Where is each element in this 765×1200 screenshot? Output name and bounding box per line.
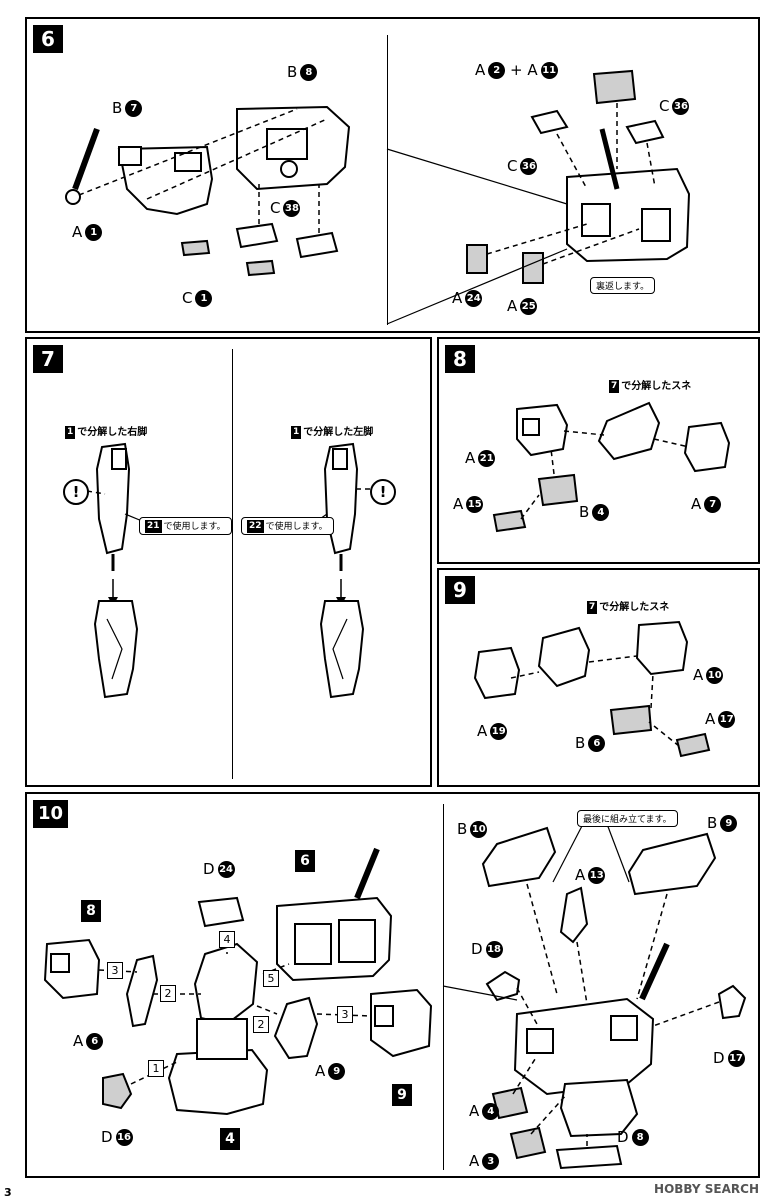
step-number: 6 — [33, 25, 63, 53]
order-tag-3: 3 — [337, 1006, 353, 1023]
step-8-illustration — [492, 401, 731, 533]
step-number: 10 — [33, 800, 69, 828]
order-tag-2: 2 — [160, 985, 176, 1002]
step-9-illustration — [473, 620, 711, 758]
step-6-illustration — [65, 69, 691, 325]
watermark: HOBBY SEARCH — [654, 1182, 759, 1196]
step-7-illustration — [86, 442, 379, 699]
order-tag-5: 5 — [263, 970, 279, 987]
step-ref-8: 8 — [81, 900, 101, 922]
step-ref-4: 4 — [220, 1128, 240, 1150]
caution-icon: ! — [370, 479, 396, 505]
step-number: 9 — [445, 576, 475, 604]
order-tag-2: 2 — [253, 1016, 269, 1033]
order-tag-3: 3 — [107, 962, 123, 979]
caution-icon: ! — [63, 479, 89, 505]
order-tag-4: 4 — [219, 931, 235, 948]
order-tag-1: 1 — [148, 1060, 164, 1077]
step-6-panel: 6 — [25, 17, 760, 333]
step-10-panel: 10 — [25, 792, 760, 1178]
step-number: 8 — [445, 345, 475, 373]
panel-divider — [387, 35, 388, 325]
step-10-illustration — [43, 823, 747, 1170]
step-ref-6: 6 — [295, 850, 315, 872]
step-number: 7 — [33, 345, 63, 373]
panel-divider — [232, 349, 233, 779]
step-ref-9: 9 — [392, 1084, 412, 1106]
panel-divider — [443, 804, 444, 1170]
flip-over-callout: 裏返します。 — [590, 277, 656, 294]
assemble-last-callout: 最後に組み立てます。 — [577, 810, 678, 827]
page-number: 3 — [4, 1186, 12, 1199]
